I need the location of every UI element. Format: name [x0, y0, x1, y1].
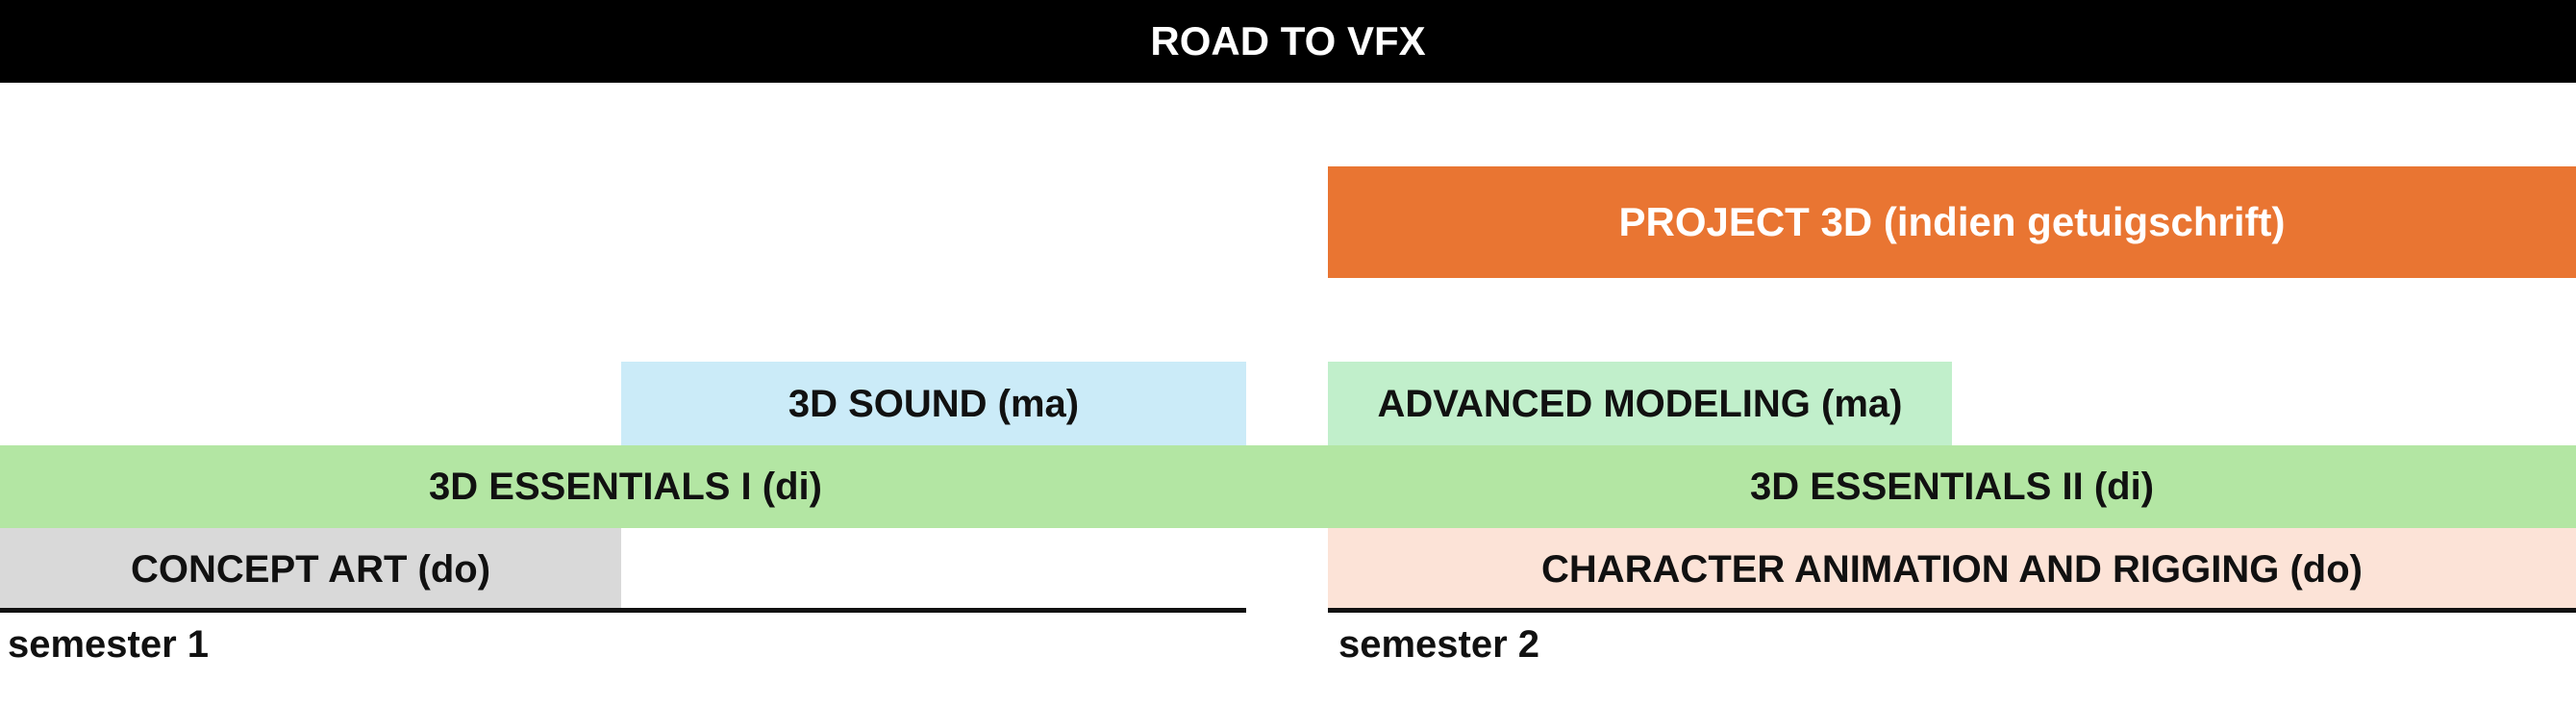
- course-3d-essentials-2-label: 3D ESSENTIALS II (di): [1749, 465, 2155, 508]
- page-title: ROAD TO VFX: [1150, 18, 1426, 63]
- semester-1-timeline: [0, 608, 1246, 613]
- semester-1-label: semester 1: [8, 623, 210, 666]
- course-concept-art: CONCEPT ART (do): [0, 528, 621, 611]
- essentials-connector: [1246, 445, 1328, 528]
- course-project-3d: PROJECT 3D (indien getuigschrift): [1328, 166, 2576, 278]
- semester-2-timeline: [1328, 608, 2576, 613]
- title-bar: ROAD TO VFX: [0, 0, 2576, 83]
- course-3d-sound: 3D SOUND (ma): [621, 362, 1246, 446]
- course-3d-essentials-1-label: 3D ESSENTIALS I (di): [429, 465, 822, 508]
- semester-2-label: semester 2: [1338, 623, 1540, 666]
- course-project-3d-label: PROJECT 3D (indien getuigschrift): [1618, 199, 2286, 244]
- course-character-animation-label: CHARACTER ANIMATION AND RIGGING (do): [1541, 547, 2363, 591]
- course-advanced-modeling-label: ADVANCED MODELING (ma): [1377, 382, 1903, 425]
- course-3d-sound-label: 3D SOUND (ma): [788, 382, 1080, 425]
- course-character-animation: CHARACTER ANIMATION AND RIGGING (do): [1328, 528, 2576, 611]
- course-concept-art-label: CONCEPT ART (do): [130, 547, 491, 591]
- course-3d-essentials-2: 3D ESSENTIALS II (di): [1328, 445, 2576, 528]
- course-3d-essentials-1: 3D ESSENTIALS I (di): [0, 445, 1328, 528]
- course-advanced-modeling: ADVANCED MODELING (ma): [1328, 362, 1952, 446]
